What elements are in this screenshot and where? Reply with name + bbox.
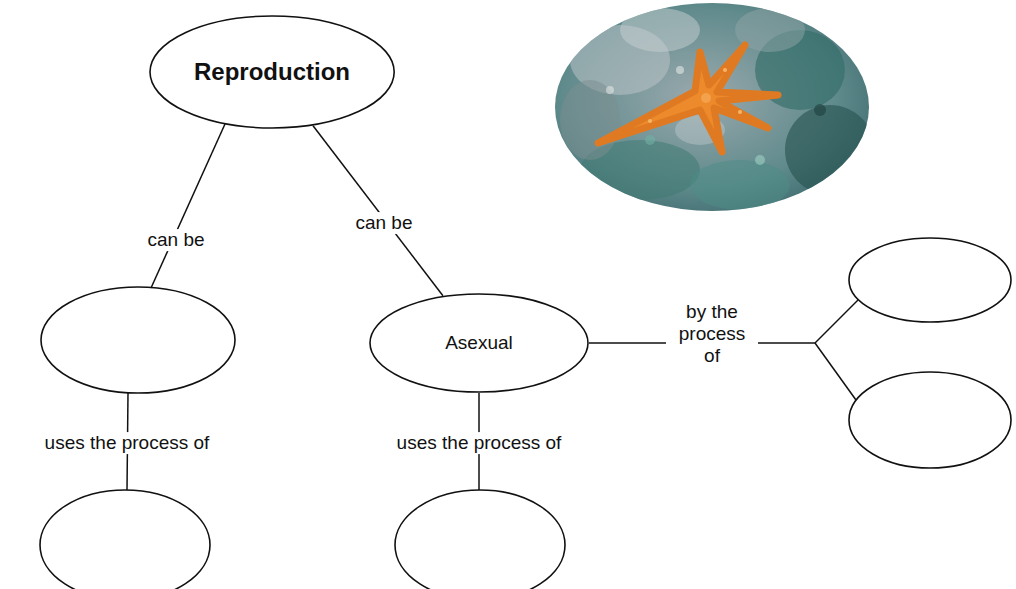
oval-shape — [150, 16, 394, 128]
oval-shape — [370, 294, 588, 392]
link-phrase: uses the process of — [393, 432, 566, 454]
link-line — [151, 124, 225, 288]
link-phrase: can be — [351, 212, 416, 234]
concept-oval: Reproduction — [149, 15, 395, 129]
empty-concept-oval — [40, 490, 210, 589]
link-phrase: uses the process of — [41, 432, 214, 454]
concept-oval: Asexual — [369, 293, 589, 393]
link-phrase: by the process of — [666, 301, 758, 367]
empty-concept-oval — [395, 490, 565, 589]
starfish-photo — [550, 0, 880, 215]
empty-concept-oval — [849, 372, 1011, 468]
link-line — [815, 300, 858, 343]
concept-text: Asexual — [445, 332, 513, 354]
empty-concept-oval — [849, 238, 1011, 322]
link-line — [313, 126, 443, 296]
concept-text: Reproduction — [194, 58, 350, 86]
empty-concept-oval — [41, 287, 235, 393]
link-phrase: can be — [143, 229, 208, 251]
link-line — [815, 343, 856, 400]
